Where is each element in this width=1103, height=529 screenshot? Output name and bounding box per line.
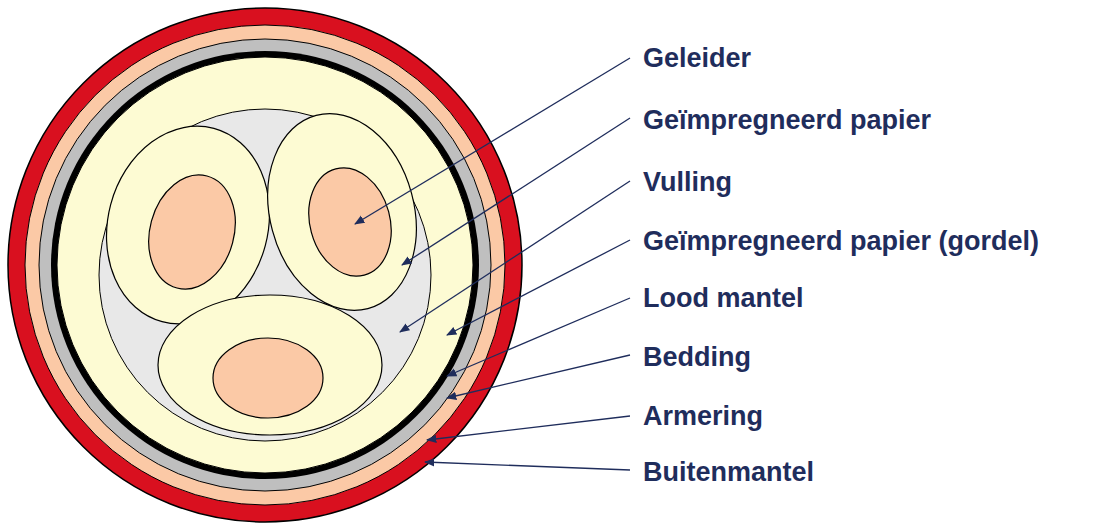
belt-paper [57, 57, 473, 473]
core-insulation [247, 97, 438, 327]
part-label: Armering [643, 400, 763, 432]
armour [25, 25, 505, 505]
part-label: Geïmpregneerd papier (gordel) [643, 225, 1039, 257]
leader-line [355, 58, 630, 224]
bedding [39, 39, 491, 491]
conductor [213, 338, 323, 418]
part-label: Bedding [643, 341, 751, 373]
leader-line [427, 416, 630, 440]
part-label: Lood mantel [643, 282, 804, 314]
conductor [136, 165, 247, 299]
leader-line [447, 355, 630, 398]
leader-line [447, 240, 630, 335]
part-label: Buitenmantel [643, 456, 814, 488]
conductor [297, 159, 403, 286]
core-insulation [158, 295, 382, 435]
leader-line [447, 298, 630, 376]
part-label: Geïmpregneerd papier [643, 104, 931, 136]
leader-line [402, 118, 630, 265]
lead-sheath [51, 51, 479, 479]
part-label: Geleider [643, 42, 751, 74]
leader-line [400, 181, 630, 332]
outer-sheath [8, 8, 522, 522]
leader-line [425, 462, 630, 470]
part-label: Vulling [643, 166, 732, 198]
